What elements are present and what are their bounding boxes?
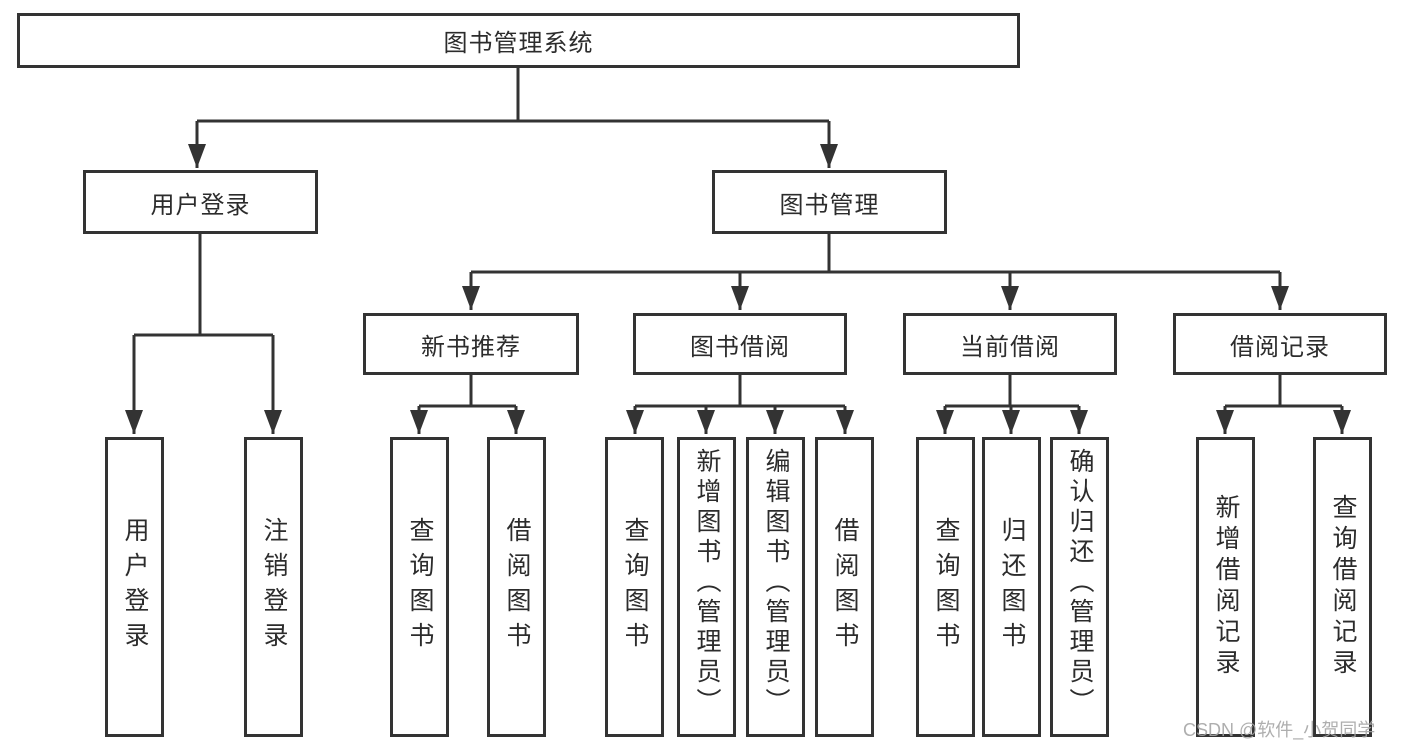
connector-new-book-recommend-branch xyxy=(419,375,516,408)
leaf-records-query-record: 查询借阅记录 xyxy=(1313,437,1372,737)
leaf-current-query-books-label: 查询图书 xyxy=(932,517,960,657)
node-book-borrowing-label: 图书借阅 xyxy=(690,333,790,361)
node-book-management-label: 图书管理 xyxy=(779,191,880,219)
connector-user-login-branch xyxy=(134,234,273,337)
leaf-logout-login-label: 注销登录 xyxy=(260,517,288,657)
leaf-recommend-query-books: 查询图书 xyxy=(390,437,449,737)
leaf-borrowing-query-books: 查询图书 xyxy=(605,437,664,737)
leaf-records-add-record: 新增借阅记录 xyxy=(1196,437,1255,737)
node-new-book-recommend: 新书推荐 xyxy=(363,313,579,375)
leaf-recommend-query-books-label: 查询图书 xyxy=(406,517,434,657)
leaf-borrowing-edit-books-admin: 编辑图书（管理员） xyxy=(746,437,805,737)
leaf-borrowing-borrow-books: 借阅图书 xyxy=(815,437,874,737)
leaf-borrowing-query-books-label: 查询图书 xyxy=(621,517,649,657)
node-user-login-label: 用户登录 xyxy=(150,191,251,219)
leaf-user-login: 用户登录 xyxy=(105,437,164,737)
leaf-logout-login: 注销登录 xyxy=(244,437,303,737)
node-borrowing-records: 借阅记录 xyxy=(1173,313,1387,375)
node-user-login: 用户登录 xyxy=(83,170,318,234)
node-book-management: 图书管理 xyxy=(712,170,947,234)
node-root: 图书管理系统 xyxy=(17,13,1020,68)
leaf-borrowing-borrow-books-label: 借阅图书 xyxy=(831,517,859,657)
leaf-borrowing-edit-books-admin-label: 编辑图书（管理员） xyxy=(762,448,790,718)
leaf-recommend-borrow-books-label: 借阅图书 xyxy=(503,517,531,657)
leaf-current-query-books: 查询图书 xyxy=(916,437,975,737)
connector-current-borrowing-branch xyxy=(945,375,1079,408)
connector-book-borrowing-branch xyxy=(635,375,845,408)
csdn-watermark: CSDN @软件_小贺同学 xyxy=(1183,720,1376,740)
connector-root-branch xyxy=(197,68,829,123)
leaf-current-return-books-label: 归还图书 xyxy=(998,517,1026,657)
leaf-records-query-record-label: 查询借阅记录 xyxy=(1329,494,1357,680)
leaf-current-confirm-return-admin-label: 确认归还（管理员） xyxy=(1066,448,1094,718)
leaf-borrowing-add-books-admin: 新增图书（管理员） xyxy=(677,437,736,737)
leaf-user-login-label: 用户登录 xyxy=(121,517,149,657)
connector-book-management-branch xyxy=(471,234,1280,274)
leaf-borrowing-add-books-admin-label: 新增图书（管理员） xyxy=(693,448,721,718)
node-new-book-recommend-label: 新书推荐 xyxy=(421,333,521,361)
node-current-borrowing: 当前借阅 xyxy=(903,313,1117,375)
leaf-current-return-books: 归还图书 xyxy=(982,437,1041,737)
leaf-recommend-borrow-books: 借阅图书 xyxy=(487,437,546,737)
node-root-label: 图书管理系统 xyxy=(443,30,594,57)
leaf-current-confirm-return-admin: 确认归还（管理员） xyxy=(1050,437,1109,737)
leaf-records-add-record-label: 新增借阅记录 xyxy=(1212,494,1240,680)
node-borrowing-records-label: 借阅记录 xyxy=(1230,333,1330,361)
node-book-borrowing: 图书借阅 xyxy=(633,313,847,375)
connector-borrowing-records-branch xyxy=(1225,375,1342,408)
node-current-borrowing-label: 当前借阅 xyxy=(960,333,1060,361)
